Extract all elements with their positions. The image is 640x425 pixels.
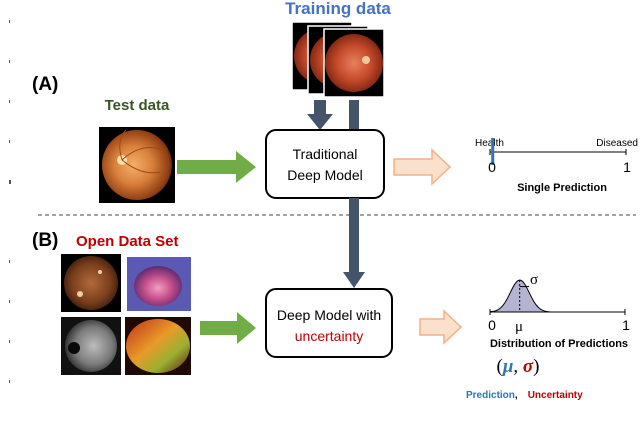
legend-uncertainty: Uncertainty bbox=[528, 390, 583, 401]
section-b-label: (B) bbox=[32, 230, 58, 251]
open-data-image-1 bbox=[61, 254, 121, 312]
section-a-label: (A) bbox=[32, 74, 58, 95]
training-to-uncertainty-arrow bbox=[343, 198, 365, 288]
formula-sigma: σ bbox=[523, 356, 534, 377]
diseased-label: Diseased bbox=[596, 138, 638, 149]
distribution-caption: Distribution of Predictions bbox=[490, 338, 628, 350]
open-data-image-4 bbox=[125, 317, 191, 375]
distribution-plot: σ 0 μ 1 Distribution of Predictions bbox=[488, 272, 630, 350]
sigma-label: σ bbox=[530, 272, 538, 288]
distribution-tick-label-0: 0 bbox=[488, 317, 496, 333]
model-to-prediction-arrow bbox=[393, 148, 452, 186]
test-fundus-image bbox=[99, 127, 175, 203]
traditional-model-box bbox=[265, 129, 385, 199]
formula-comma: , bbox=[513, 356, 523, 377]
left-edge-marks bbox=[9, 20, 11, 383]
prediction-uncertainty-legend: Prediction, Uncertainty bbox=[466, 390, 583, 401]
traditional-model-line2: Deep Model bbox=[287, 167, 363, 183]
training-images-stack bbox=[291, 21, 385, 98]
test-to-model-arrow bbox=[177, 151, 256, 183]
uncertainty-model-box bbox=[265, 288, 393, 358]
formula-close-paren: ) bbox=[533, 356, 539, 377]
training-down-arrow-short bbox=[307, 100, 333, 130]
formula-mu: μ bbox=[502, 356, 514, 377]
open-data-image-2 bbox=[127, 257, 191, 311]
scale-tick-label-1: 1 bbox=[623, 159, 631, 175]
open-data-set-title: Open Data Set bbox=[76, 233, 179, 250]
mu-sigma-formula: (μ, σ) bbox=[497, 356, 540, 377]
single-prediction-scale: Health Diseased 0 1 Single Prediction bbox=[475, 138, 638, 194]
single-prediction-caption: Single Prediction bbox=[517, 182, 607, 194]
training-data-title: Training data bbox=[285, 0, 391, 18]
model-to-distribution-arrow bbox=[419, 309, 463, 345]
test-data-title: Test data bbox=[105, 97, 170, 114]
open-data-image-3 bbox=[61, 317, 121, 375]
legend-prediction: Prediction bbox=[466, 390, 515, 401]
legend-comma: , bbox=[515, 390, 518, 401]
scale-tick-label-0: 0 bbox=[488, 159, 496, 175]
uncertainty-model-line2: uncertainty bbox=[295, 328, 363, 344]
health-label: Health bbox=[475, 138, 504, 149]
uncertainty-model-line1: Deep Model with bbox=[277, 307, 381, 323]
traditional-model-line1: Traditional bbox=[293, 146, 358, 162]
distribution-tick-label-1: 1 bbox=[622, 317, 630, 333]
formula-open-paren: ( bbox=[497, 356, 503, 377]
mu-label: μ bbox=[515, 319, 523, 335]
training-down-arrow-long bbox=[349, 100, 359, 130]
open-data-to-model-arrow bbox=[200, 312, 256, 344]
